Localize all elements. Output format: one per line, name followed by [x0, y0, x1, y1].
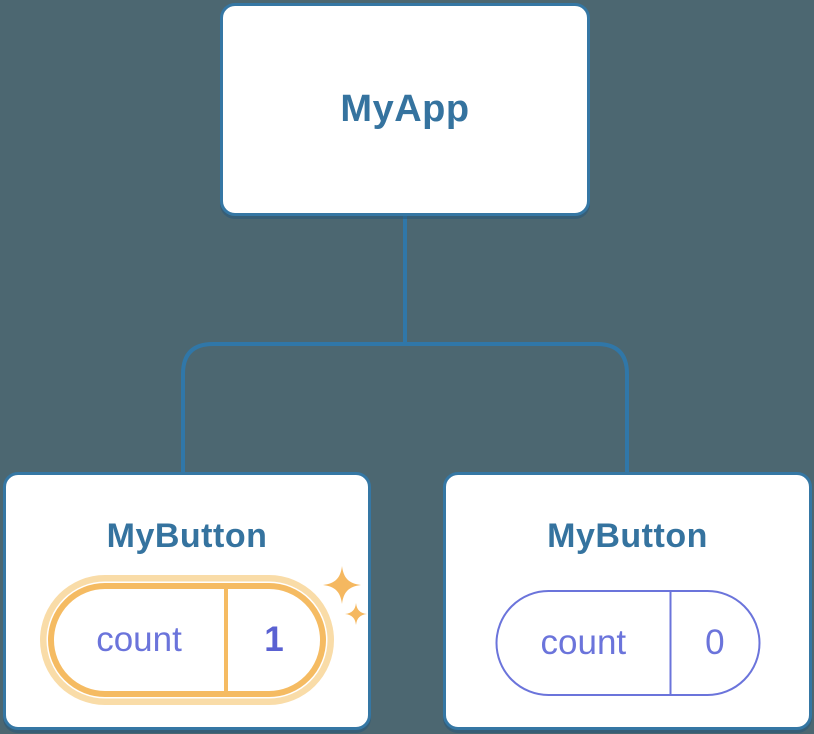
- node-mybutton-left-label: MyButton: [106, 517, 268, 555]
- state-key: count: [540, 623, 627, 662]
- node-mybutton-right-label: MyButton: [547, 517, 708, 555]
- sparkle-icon-large: [323, 566, 361, 604]
- state-value: 0: [705, 623, 725, 662]
- node-myapp-label: MyApp: [340, 88, 470, 130]
- state-pill-divider: [669, 592, 672, 694]
- state-pill-plain: count 0: [495, 590, 760, 696]
- sparkle-icon-small: [345, 603, 367, 625]
- state-key: count: [96, 620, 182, 659]
- connector-branch: [181, 342, 629, 474]
- state-pill-highlighted: count 1: [48, 583, 326, 697]
- node-mybutton-right: MyButton count 0: [443, 472, 812, 730]
- state-value: 1: [264, 620, 284, 659]
- node-mybutton-left: MyButton count 1: [3, 472, 371, 730]
- node-myapp: MyApp: [220, 3, 590, 216]
- state-pill-divider: [224, 589, 229, 691]
